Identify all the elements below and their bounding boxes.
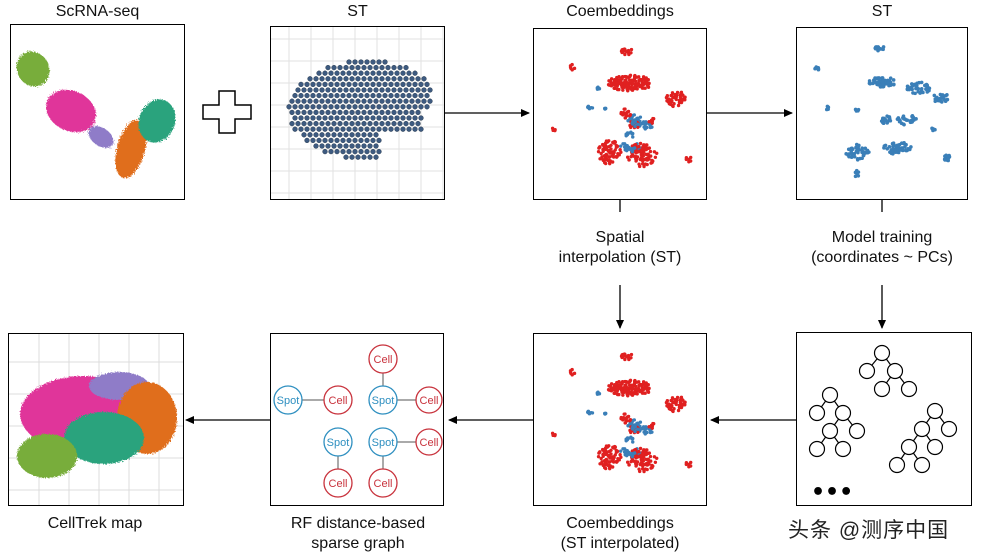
- svg-text:Spot: Spot: [327, 437, 350, 449]
- svg-text:Cell: Cell: [420, 437, 439, 449]
- cell-node-2: Cell: [368, 344, 398, 374]
- cell-node-6: Cell: [368, 468, 398, 498]
- st-top-panel: [270, 26, 445, 200]
- cell-points: [550, 352, 693, 474]
- celltrek-panel: [8, 333, 184, 506]
- cluster-orange: [115, 119, 147, 179]
- cluster-green: [16, 51, 50, 87]
- plus-icon: [202, 90, 252, 134]
- celltrek-title: CellTrek map: [47, 515, 143, 532]
- random-forest-panel: •••: [796, 332, 972, 506]
- scrna-panel: [10, 24, 185, 200]
- rf-graph-title-2: sparse graph: [311, 535, 405, 552]
- spatial-interp-label-2: interpolation (ST): [558, 249, 682, 266]
- rf-graph-title-1: RF distance-based: [290, 515, 426, 532]
- svg-text:Spot: Spot: [372, 437, 395, 449]
- region-green: [17, 434, 77, 478]
- svg-text:Spot: Spot: [277, 395, 300, 407]
- spot-node-3: Spot: [323, 427, 353, 457]
- svg-text:Cell: Cell: [374, 354, 393, 366]
- st-spot-grid: [271, 27, 444, 199]
- spatial-interp-label-1: Spatial: [595, 229, 645, 246]
- coembeddings-top-title: Coembeddings: [566, 3, 674, 20]
- svg-text:Spot: Spot: [372, 395, 395, 407]
- cell-node-1: Cell: [323, 385, 353, 415]
- cell-node-5: Cell: [323, 468, 353, 498]
- model-training-label-2: (coordinates ~ PCs): [811, 249, 953, 266]
- svg-text:Cell: Cell: [329, 395, 348, 407]
- cluster-magenta: [45, 89, 97, 133]
- coembeddings-bottom-title-1: Coembeddings: [566, 515, 674, 532]
- coembeddings-bottom-panel: [533, 333, 707, 506]
- st-points: [586, 390, 654, 458]
- cell-node-4: Cell: [415, 428, 443, 456]
- st-top-title: ST: [347, 3, 368, 20]
- spot-node-2: Spot: [368, 385, 398, 415]
- coembeddings-top-panel: [533, 28, 707, 200]
- cluster-purple: [88, 126, 114, 148]
- rf-graph-panel: Spot Cell Cell Spot Cell Spot Spot Cell …: [270, 333, 444, 506]
- coembedding-plot-bottom: [550, 352, 693, 474]
- st-embedding-points: [813, 45, 952, 179]
- cluster-teal: [138, 99, 176, 143]
- celltrek-map-plot: [9, 334, 183, 505]
- st-spots: [286, 59, 433, 160]
- st-right-panel: [796, 27, 968, 200]
- cell-node-3: Cell: [415, 386, 443, 414]
- spot-node-4: Spot: [368, 427, 398, 457]
- decision-trees: •••: [808, 344, 958, 505]
- svg-text:Cell: Cell: [420, 395, 439, 407]
- svg-text:Cell: Cell: [374, 478, 393, 490]
- st-right-title: ST: [871, 3, 893, 20]
- more-trees-ellipsis: •••: [811, 480, 853, 505]
- scrna-title: ScRNA-seq: [55, 3, 140, 20]
- scrna-umap-plot: [16, 51, 176, 179]
- svg-text:Cell: Cell: [329, 478, 348, 490]
- st-embedding-plot: [813, 45, 952, 179]
- coembeddings-bottom-title-2: (ST interpolated): [560, 535, 680, 552]
- region-teal: [64, 412, 144, 464]
- spot-node-1: Spot: [273, 385, 303, 415]
- watermark: 头条 @测序中国: [788, 519, 950, 542]
- model-training-label-1: Model training: [831, 229, 933, 246]
- coembedding-plot-top: [550, 47, 693, 169]
- sparse-graph: Spot Cell Cell Spot Cell Spot Spot Cell …: [273, 344, 443, 498]
